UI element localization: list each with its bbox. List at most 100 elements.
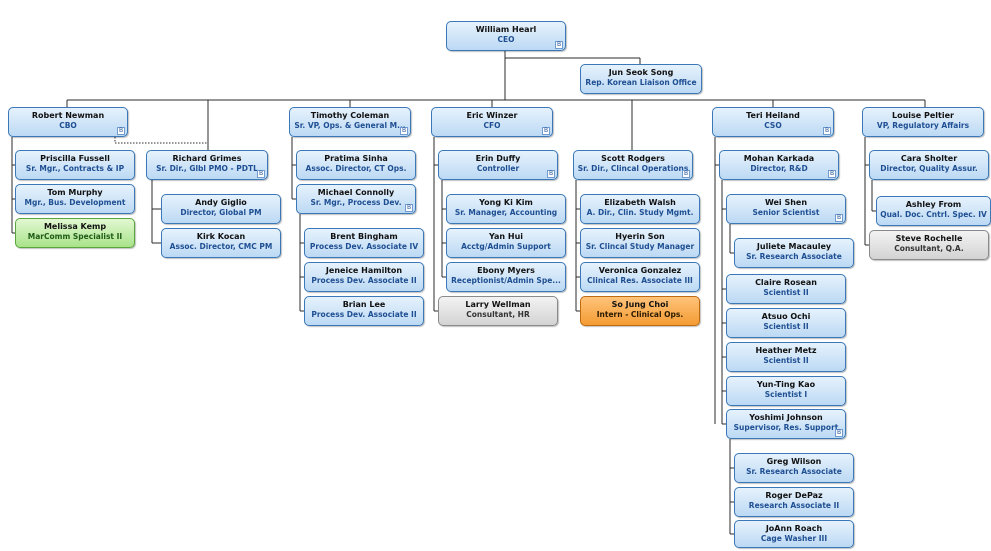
node-title: Process Dev. Associate IV <box>309 242 419 251</box>
node-title: Acctg/Admin Support <box>461 242 551 251</box>
node-title: CBO <box>59 121 77 130</box>
expand-toggle-icon[interactable]: B <box>405 204 413 212</box>
node-name: Elizabeth Walsh <box>604 198 676 207</box>
node-title: Sr. Research Associate <box>746 467 842 476</box>
node-title: Scientist II <box>763 288 809 297</box>
node-title: Supervisor, Res. Support <box>733 423 839 432</box>
node-title: Sr. Research Associate <box>746 252 842 261</box>
node-name: Larry Wellman <box>465 300 531 309</box>
node-name: Louise Peltier <box>892 111 954 120</box>
node-name: Greg Wilson <box>766 457 822 466</box>
expand-toggle-icon[interactable]: B <box>547 170 555 178</box>
node-name: Yun-Ting Kao <box>756 380 816 389</box>
node-name: Ashley From <box>905 200 962 209</box>
expand-toggle-icon[interactable]: B <box>117 127 125 135</box>
node-name: Hyerin Son <box>615 232 665 241</box>
node-title: CSO <box>764 121 782 130</box>
node-title: Cage Washer III <box>760 534 828 543</box>
expand-toggle-icon[interactable]: B <box>400 127 408 135</box>
expand-toggle-icon[interactable]: B <box>555 41 563 49</box>
node-name: Kirk Kocan <box>196 232 246 241</box>
node-title: Sr. Mgr., Process Dev. <box>310 198 402 207</box>
node-title: Receptionist/Admin Spe... <box>451 276 561 285</box>
node-title: Process Dev. Associate II <box>311 276 417 285</box>
expand-toggle-icon[interactable]: B <box>257 170 265 178</box>
node-title: Sr. Dir., Clincal Operations <box>577 164 689 173</box>
node-title: Qual. Doc. Cntrl. Spec. IV <box>880 210 987 219</box>
node-title: Sr. Manager, Accounting <box>454 208 558 217</box>
node-name: Andy Giglio <box>195 198 247 207</box>
node-name: Tom Murphy <box>47 188 103 197</box>
node-name: Ebony Myers <box>477 266 535 275</box>
node-name: Yong Ki Kim <box>479 198 533 207</box>
node-name: Heather Metz <box>755 346 817 355</box>
expand-toggle-icon[interactable]: B <box>828 170 836 178</box>
node-title: Rep. Korean Liaison Office <box>585 78 697 87</box>
node-name: Richard Grimes <box>172 154 242 163</box>
expand-toggle-icon[interactable]: B <box>835 214 843 222</box>
expand-toggle-icon[interactable]: B <box>823 127 831 135</box>
expand-toggle-icon[interactable]: B <box>542 127 550 135</box>
node-name: Steve Rochelle <box>895 234 963 243</box>
node-title: Controller <box>476 164 520 173</box>
node-name: Robert Newman <box>31 111 105 120</box>
expand-toggle-icon[interactable]: B <box>835 429 843 437</box>
node-title: Sr. Dir., Glbl PMO - PDTL <box>156 164 258 173</box>
dotted-connector-line <box>114 137 208 144</box>
node-name: Yan Hui <box>488 232 524 241</box>
node-title: Assoc. Director, CMC PM <box>169 242 273 251</box>
node-title: Sr. VP, Ops. & General M... <box>294 121 406 130</box>
node-name: Cara Sholter <box>900 154 958 163</box>
expand-toggle-icon[interactable]: B <box>682 170 690 178</box>
node-title: Research Associate II <box>748 501 840 510</box>
node-name: Erin Duffy <box>475 154 521 163</box>
node-name: Brian Lee <box>342 300 386 309</box>
node-name: Teri Heiland <box>746 111 800 120</box>
node-title: Director, Quality Assur. <box>880 164 978 173</box>
node-name: Atsuo Ochi <box>761 312 811 321</box>
